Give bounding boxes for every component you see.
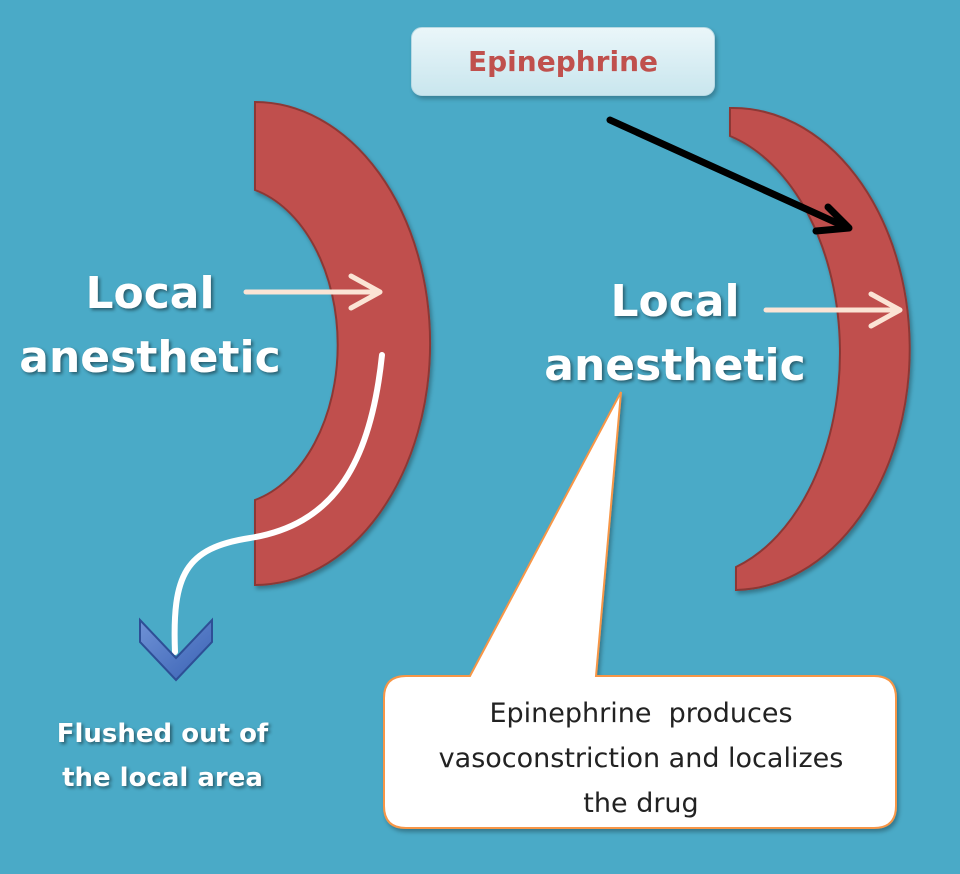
down-chevron-icon	[139, 617, 213, 682]
callout-line3: the drug	[583, 787, 699, 819]
epinephrine-label: Epinephrine	[468, 45, 658, 78]
left-label-line1: Local	[85, 268, 215, 319]
callout-text: Epinephrine produces vasoconstriction an…	[386, 688, 896, 828]
right-label-line1: Local	[610, 276, 740, 327]
left-blood-vessel	[254, 100, 432, 587]
callout-line2: vasoconstriction and localizes	[438, 742, 844, 774]
right-label-line2: anesthetic	[544, 340, 806, 391]
callout-bubble	[383, 391, 897, 829]
left-label-line2: anesthetic	[19, 332, 281, 383]
right-local-anesthetic-label: Local anesthetic	[535, 270, 815, 398]
right-blood-vessel	[729, 106, 911, 592]
left-diffusion-arrow	[243, 273, 383, 311]
callout-line1: Epinephrine produces	[489, 697, 793, 729]
flushed-line2: the local area	[62, 763, 263, 793]
flush-out-curve	[171, 352, 385, 655]
epinephrine-label-box: Epinephrine	[411, 27, 715, 96]
left-local-anesthetic-label: Local anesthetic	[10, 262, 290, 390]
epinephrine-arrow	[606, 116, 853, 235]
right-diffusion-arrow	[763, 291, 903, 329]
flushed-line1: Flushed out of	[56, 719, 269, 749]
flushed-out-caption: Flushed out of the local area	[30, 712, 295, 800]
